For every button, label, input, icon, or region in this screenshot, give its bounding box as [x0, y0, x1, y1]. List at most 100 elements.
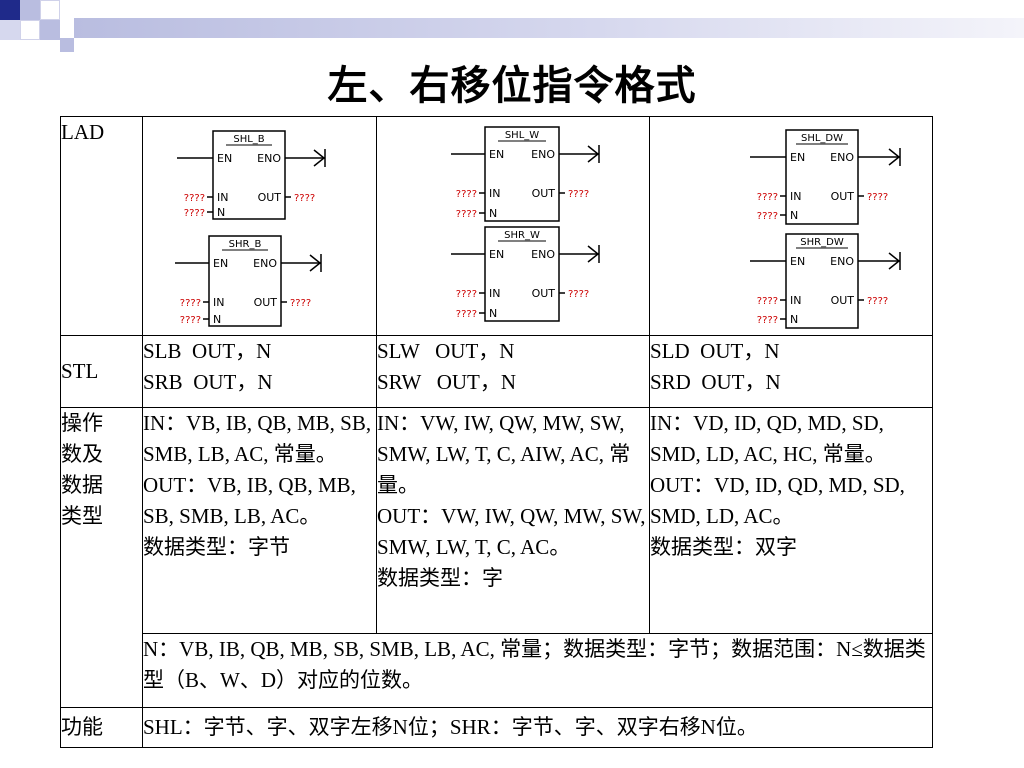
pin-n: N	[217, 206, 225, 219]
operand-out: OUT：VD, ID, QD, MD, SD, SMD, LD, AC。	[650, 473, 905, 528]
pin-in: IN	[489, 187, 500, 200]
operand-in: IN：VW, IW, QW, MW, SW, SMW, LW, T, C, AI…	[377, 411, 631, 497]
eno-arrow-icon	[888, 252, 901, 270]
out-placeholder: ????	[290, 298, 311, 309]
block-name: SHR_DW	[800, 237, 844, 248]
stl-line: SRD OUT，N	[650, 370, 781, 394]
pin-en: EN	[213, 257, 228, 270]
n-placeholder: ????	[184, 208, 205, 219]
pin-out: OUT	[831, 190, 855, 203]
in-placeholder: ????	[184, 193, 205, 204]
pin-in: IN	[213, 296, 224, 309]
deco-square	[0, 0, 20, 20]
pin-out: OUT	[532, 187, 556, 200]
pin-out: OUT	[258, 191, 282, 204]
pin-eno: ENO	[830, 255, 854, 268]
operand-row: 操作 数及 数据 类型 IN：VB, IB, QB, MB, SB, SMB, …	[60, 407, 933, 708]
pin-n: N	[489, 207, 497, 220]
operand-cell-byte: IN：VB, IB, QB, MB, SB, SMB, LB, AC, 常量。 …	[142, 407, 377, 634]
pin-eno: ENO	[253, 257, 277, 270]
lad-diagram-byte: SHL_B EN ENO IN OUT N ???? ???? ????	[175, 130, 326, 327]
row-label-lad: LAD	[60, 116, 143, 336]
lad-diagram-word: SHL_W EN ENO IN OUT N ???? ???? ????	[451, 126, 600, 322]
deco-square	[20, 20, 40, 40]
n-note-cell: N：VB, IB, QB, MB, SB, SMB, LB, AC, 常量；数据…	[142, 633, 933, 708]
n-placeholder: ????	[456, 209, 477, 220]
operand-cell-dword: IN：VD, ID, QD, MD, SD, SMD, LD, AC, HC, …	[649, 407, 933, 634]
n-placeholder: ????	[757, 315, 778, 326]
lad-block-shr-b: SHR_B EN ENO IN OUT N ???? ???? ????	[175, 235, 322, 327]
operand-type: 数据类型：字节	[143, 535, 290, 559]
block-name: SHL_DW	[801, 133, 843, 144]
row-label-operands: 操作 数及 数据 类型	[60, 407, 143, 708]
stl-line: SLW OUT，N	[377, 339, 515, 363]
block-name: SHL_W	[505, 130, 539, 141]
stl-line: SLD OUT，N	[650, 339, 780, 363]
lad-cell-byte: SHL_B EN ENO IN OUT N ???? ???? ????	[142, 116, 377, 336]
eno-arrow-icon	[587, 145, 600, 163]
lad-cell-dword: SHL_DW EN ENO IN OUT N ???? ???? ????	[649, 116, 933, 336]
pin-out: OUT	[532, 287, 556, 300]
out-placeholder: ????	[867, 296, 888, 307]
in-placeholder: ????	[757, 296, 778, 307]
eno-arrow-icon	[888, 148, 901, 166]
deco-square	[0, 20, 20, 40]
row-label-line: 操作	[61, 411, 103, 435]
n-placeholder: ????	[456, 309, 477, 320]
operand-in: IN：VB, IB, QB, MB, SB, SMB, LB, AC, 常量。	[143, 411, 372, 466]
pin-in: IN	[790, 190, 801, 203]
header-decoration	[0, 0, 1024, 60]
operand-cell-word: IN：VW, IW, QW, MW, SW, SMW, LW, T, C, AI…	[376, 407, 650, 634]
n-note-row: N：VB, IB, QB, MB, SB, SMB, LB, AC, 常量；数据…	[61, 633, 933, 708]
lad-diagram-dword: SHL_DW EN ENO IN OUT N ???? ???? ????	[750, 129, 901, 329]
row-label-function: 功能	[60, 707, 143, 748]
pin-out: OUT	[831, 294, 855, 307]
lad-cell-word: SHL_W EN ENO IN OUT N ???? ???? ????	[376, 116, 650, 336]
function-row: 功能 SHL：字节、字、双字左移N位；SHR：字节、字、双字右移N位。	[60, 707, 933, 748]
operand-type: 数据类型：双字	[650, 535, 797, 559]
pin-en: EN	[790, 255, 805, 268]
header-band	[74, 18, 1024, 38]
pin-n: N	[213, 313, 221, 326]
lad-block-shl-w: SHL_W EN ENO IN OUT N ???? ???? ????	[451, 126, 600, 222]
pin-in: IN	[790, 294, 801, 307]
row-label-line: 数据	[61, 473, 103, 497]
lad-block-shl-dw: SHL_DW EN ENO IN OUT N ???? ???? ????	[750, 129, 901, 225]
eno-arrow-icon	[313, 149, 326, 167]
row-label-line: 数及	[61, 442, 103, 466]
operand-out: OUT：VB, IB, QB, MB, SB, SMB, LB, AC。	[143, 473, 356, 528]
out-placeholder: ????	[867, 192, 888, 203]
row-label-stl: STL	[60, 335, 143, 408]
in-placeholder: ????	[757, 192, 778, 203]
pin-en: EN	[790, 151, 805, 164]
out-placeholder: ????	[568, 289, 589, 300]
eno-arrow-icon	[309, 254, 322, 272]
stl-line: SRB OUT，N	[143, 370, 273, 394]
pin-eno: ENO	[830, 151, 854, 164]
pin-en: EN	[217, 152, 232, 165]
lad-block-shr-w: SHR_W EN ENO IN OUT N ???? ???? ????	[451, 226, 600, 322]
pin-n: N	[790, 313, 798, 326]
operand-in: IN：VD, ID, QD, MD, SD, SMD, LD, AC, HC, …	[650, 411, 886, 466]
pin-en: EN	[489, 148, 504, 161]
lad-block-shl-b: SHL_B EN ENO IN OUT N ???? ???? ????	[177, 130, 326, 220]
stl-line: SLB OUT，N	[143, 339, 272, 363]
deco-square	[60, 38, 74, 52]
page-title: 左、右移位指令格式	[327, 63, 697, 109]
n-placeholder: ????	[757, 211, 778, 222]
function-text: SHL：字节、字、双字左移N位；SHR：字节、字、双字右移N位。	[143, 715, 758, 739]
pin-eno: ENO	[257, 152, 281, 165]
pin-n: N	[790, 209, 798, 222]
deco-square	[40, 0, 60, 20]
stl-cell-byte: SLB OUT，N SRB OUT，N	[142, 335, 377, 408]
block-name: SHR_B	[229, 239, 262, 250]
out-placeholder: ????	[568, 189, 589, 200]
pin-eno: ENO	[531, 148, 555, 161]
operand-type: 数据类型：字	[377, 566, 503, 590]
out-placeholder: ????	[294, 193, 315, 204]
pin-eno: ENO	[531, 248, 555, 261]
pin-en: EN	[489, 248, 504, 261]
deco-square	[20, 0, 40, 20]
eno-arrow-icon	[587, 245, 600, 263]
deco-square	[40, 20, 60, 40]
